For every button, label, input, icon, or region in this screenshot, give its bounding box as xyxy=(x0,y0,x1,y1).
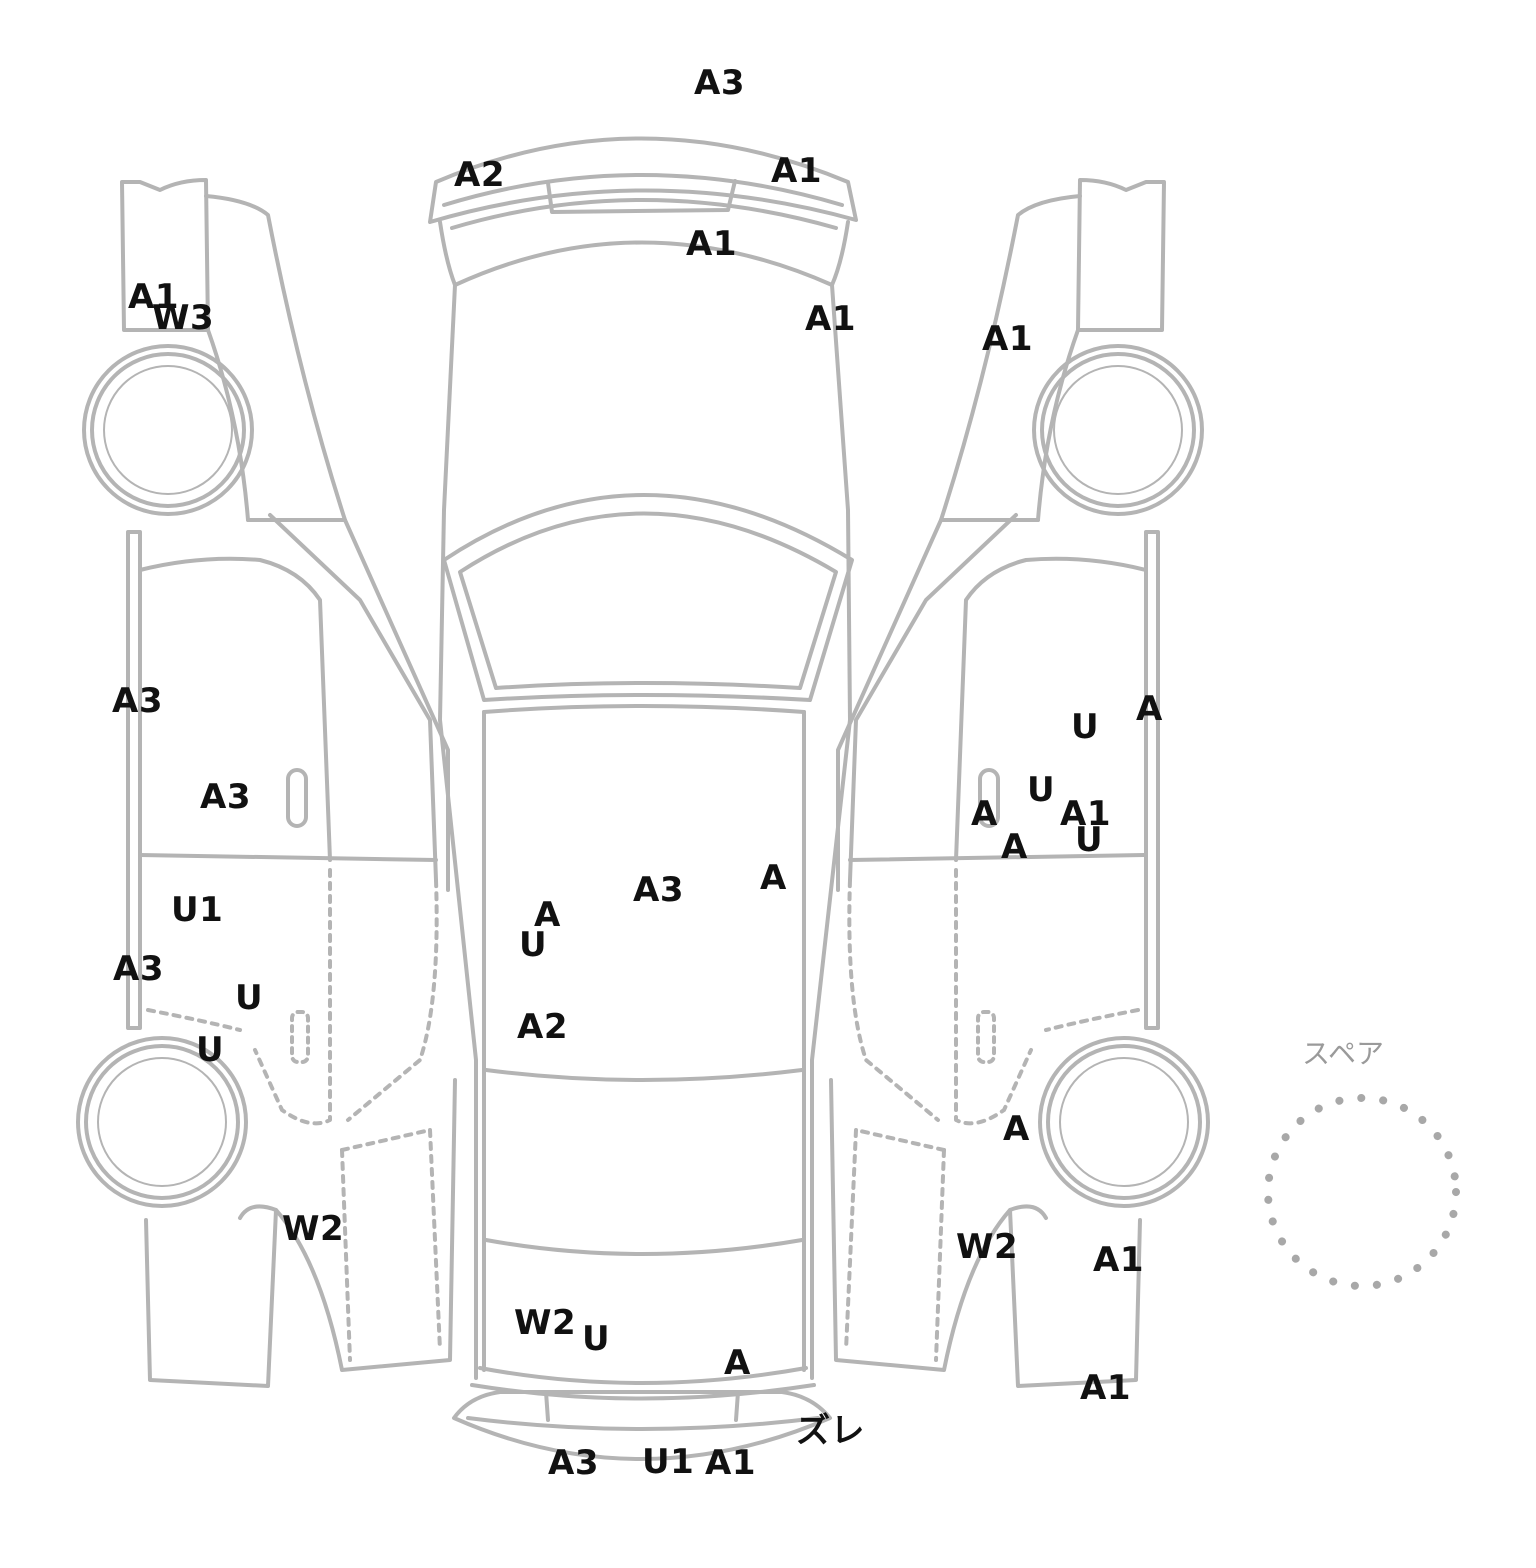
damage-mark: A xyxy=(971,794,998,834)
damage-mark: A1 xyxy=(805,299,856,339)
damage-mark: W3 xyxy=(152,298,215,338)
damage-mark: A1 xyxy=(771,151,822,191)
damage-mark: A xyxy=(1001,827,1028,867)
left-side-body xyxy=(76,178,457,1388)
damage-mark: A3 xyxy=(112,681,163,721)
damage-mark: A xyxy=(1136,689,1163,729)
damage-mark: A xyxy=(760,858,787,898)
top-view-body xyxy=(428,136,858,1461)
spare-tire-circle xyxy=(1264,1094,1460,1290)
damage-mark: A1 xyxy=(1080,1368,1131,1408)
damage-mark: A xyxy=(724,1343,751,1383)
damage-mark: A2 xyxy=(454,155,505,195)
damage-mark: A3 xyxy=(200,777,251,817)
damage-mark: U xyxy=(235,978,264,1018)
damage-mark: W2 xyxy=(956,1227,1019,1267)
damage-mark: A1 xyxy=(982,319,1033,359)
damage-mark: A1 xyxy=(705,1443,756,1483)
damage-mark: A3 xyxy=(113,949,164,989)
damage-mark: U xyxy=(582,1319,611,1359)
damage-mark: A1 xyxy=(1060,794,1111,834)
damage-mark: U xyxy=(519,925,548,965)
damage-mark: A2 xyxy=(517,1007,568,1047)
damage-mark: A1 xyxy=(1093,1240,1144,1280)
damage-mark: U xyxy=(1027,770,1056,810)
damage-mark: A xyxy=(1003,1109,1030,1149)
damage-mark: U1 xyxy=(642,1442,695,1482)
damage-mark: U xyxy=(1071,707,1100,747)
damage-mark: U xyxy=(196,1030,225,1070)
damage-mark: A1 xyxy=(128,277,179,317)
damage-mark: A3 xyxy=(633,870,684,910)
damage-mark: U1 xyxy=(171,890,224,930)
damage-mark: A3 xyxy=(694,63,745,103)
damage-mark: A1 xyxy=(686,224,737,264)
right-side-body xyxy=(829,178,1210,1388)
damage-mark: ズレ xyxy=(796,1411,865,1451)
damage-mark: W2 xyxy=(282,1209,345,1249)
damage-mark: U xyxy=(1075,820,1104,860)
damage-mark: A xyxy=(534,895,561,935)
spare-label: スペア xyxy=(1302,1037,1385,1070)
damage-mark: A3 xyxy=(548,1443,599,1483)
damage-mark: W2 xyxy=(514,1303,577,1343)
